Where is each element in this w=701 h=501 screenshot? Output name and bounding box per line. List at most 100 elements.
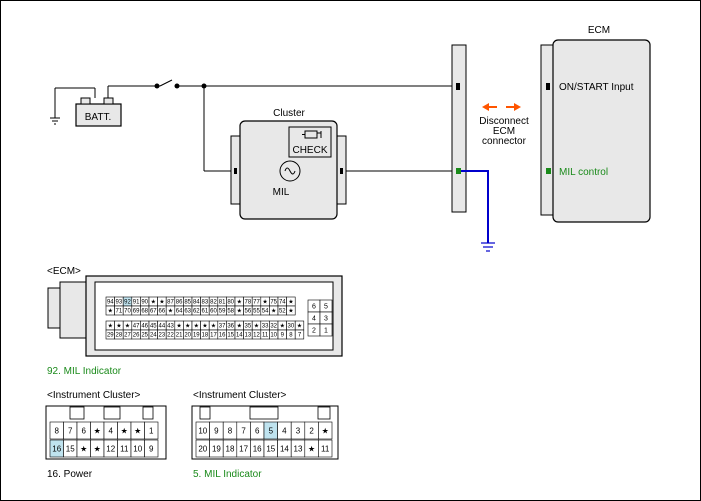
pin-label: 59 <box>219 309 226 315</box>
pin-label: ★ <box>271 308 276 315</box>
pin-label: ★ <box>237 323 242 330</box>
pin-label: 60 <box>210 309 217 315</box>
pin-label: 69 <box>133 309 140 315</box>
pin-label: 8 <box>228 426 233 435</box>
pin-label: ★ <box>134 426 141 435</box>
connector-pin <box>456 83 460 90</box>
disconnect-label-3: connector <box>482 136 527 147</box>
pin-label: 17 <box>210 333 217 339</box>
check-engine-icon <box>302 130 322 139</box>
pin-label: 5 <box>269 426 274 435</box>
pin-cell <box>318 439 333 458</box>
mil-control-label: MIL control <box>559 167 608 178</box>
pin-label: 13 <box>245 333 252 339</box>
pin-label: 22 <box>167 333 174 339</box>
pin-label: 83 <box>202 300 209 306</box>
pin-label: 82 <box>210 300 217 306</box>
pin-label: 87 <box>167 300 174 306</box>
cluster-module: Cluster CHECK MIL <box>230 108 347 220</box>
pin-label: 29 <box>107 333 114 339</box>
disconnect-label-1: Disconnect <box>479 116 529 127</box>
pin-label: ★ <box>322 426 329 435</box>
pin-label: 84 <box>193 300 200 306</box>
pin-label: 78 <box>245 300 252 306</box>
pin-label: 10 <box>133 444 142 453</box>
ecm-caption: 92. MIL Indicator <box>47 366 122 377</box>
pin-label: 16 <box>219 333 226 339</box>
pin-label: 32 <box>270 324 277 330</box>
ic2-caption: 5. MIL Indicator <box>193 469 262 480</box>
pin-label: ★ <box>125 323 130 330</box>
pin-label: 67 <box>150 309 157 315</box>
pin-label: 21 <box>176 333 183 339</box>
junction-dot <box>174 83 180 89</box>
pin-label: 92 <box>124 300 131 306</box>
pin-label: 18 <box>202 333 209 339</box>
pin-label: ★ <box>297 323 302 330</box>
pin-label: ★ <box>202 323 207 330</box>
pin-label: 77 <box>253 300 260 306</box>
pin-label: ★ <box>176 323 181 330</box>
mil-label: MIL <box>273 187 290 198</box>
pin-label: 11 <box>321 444 330 453</box>
pin-label: 52 <box>279 309 286 315</box>
pin-label: ★ <box>194 323 199 330</box>
pin-label: 3 <box>324 316 328 323</box>
pin-label: ★ <box>151 299 156 306</box>
ecm-harness-connector <box>451 44 467 213</box>
on-start-input-label: ON/START Input <box>559 82 634 93</box>
pin-label: 10 <box>270 333 277 339</box>
pin-label: 93 <box>116 300 123 306</box>
ic1-caption: 16. Power <box>47 469 93 480</box>
pin-label: ★ <box>237 299 242 306</box>
pin-label: 35 <box>245 324 252 330</box>
pin-label: 16 <box>52 444 61 453</box>
pin-label: 8 <box>289 333 293 339</box>
pin-label: ★ <box>280 323 285 330</box>
pin-label: ★ <box>116 323 121 330</box>
pin-label: ★ <box>262 299 267 306</box>
pin-label: 9 <box>214 426 219 435</box>
pin-label: ★ <box>308 444 315 453</box>
pin-label: 7 <box>241 426 246 435</box>
connector-tab <box>69 406 85 420</box>
connector-tab <box>103 406 121 420</box>
pin-label: ★ <box>108 308 113 315</box>
pin-label: 43 <box>167 324 174 330</box>
pin-label: 62 <box>193 309 200 315</box>
pin-label: 18 <box>226 444 235 453</box>
pin-label: 55 <box>253 309 260 315</box>
pin-label: ★ <box>121 426 128 435</box>
pin-label: 37 <box>219 324 226 330</box>
pin-label: 6 <box>255 426 260 435</box>
connector-tab <box>249 406 279 420</box>
pin-label: 56 <box>245 309 252 315</box>
pin-label: 14 <box>280 444 289 453</box>
pin-label: 1 <box>149 426 154 435</box>
ground-wire <box>461 170 489 243</box>
pin-cell <box>294 329 305 340</box>
connector-pin-mil <box>456 168 461 174</box>
pin-label: 7 <box>68 426 73 435</box>
pin-label: 70 <box>124 309 131 315</box>
pin-label: 8 <box>55 426 60 435</box>
pin-cell <box>144 439 159 458</box>
pin-label: 91 <box>133 300 140 306</box>
pin-label: 64 <box>176 309 183 315</box>
pin-label: 26 <box>133 333 140 339</box>
pin-label: 15 <box>227 333 234 339</box>
pin-label: 44 <box>159 324 166 330</box>
cluster-label: Cluster <box>273 108 305 119</box>
pin-label: 58 <box>227 309 234 315</box>
pin-label: 9 <box>281 333 285 339</box>
check-label: CHECK <box>292 145 327 156</box>
pin-label: 28 <box>116 333 123 339</box>
pin-label: 19 <box>212 444 221 453</box>
pin-label: 15 <box>66 444 75 453</box>
disconnect-label-2: ECM <box>493 126 515 137</box>
pin-label: 13 <box>294 444 303 453</box>
pin-label: 11 <box>262 333 269 339</box>
